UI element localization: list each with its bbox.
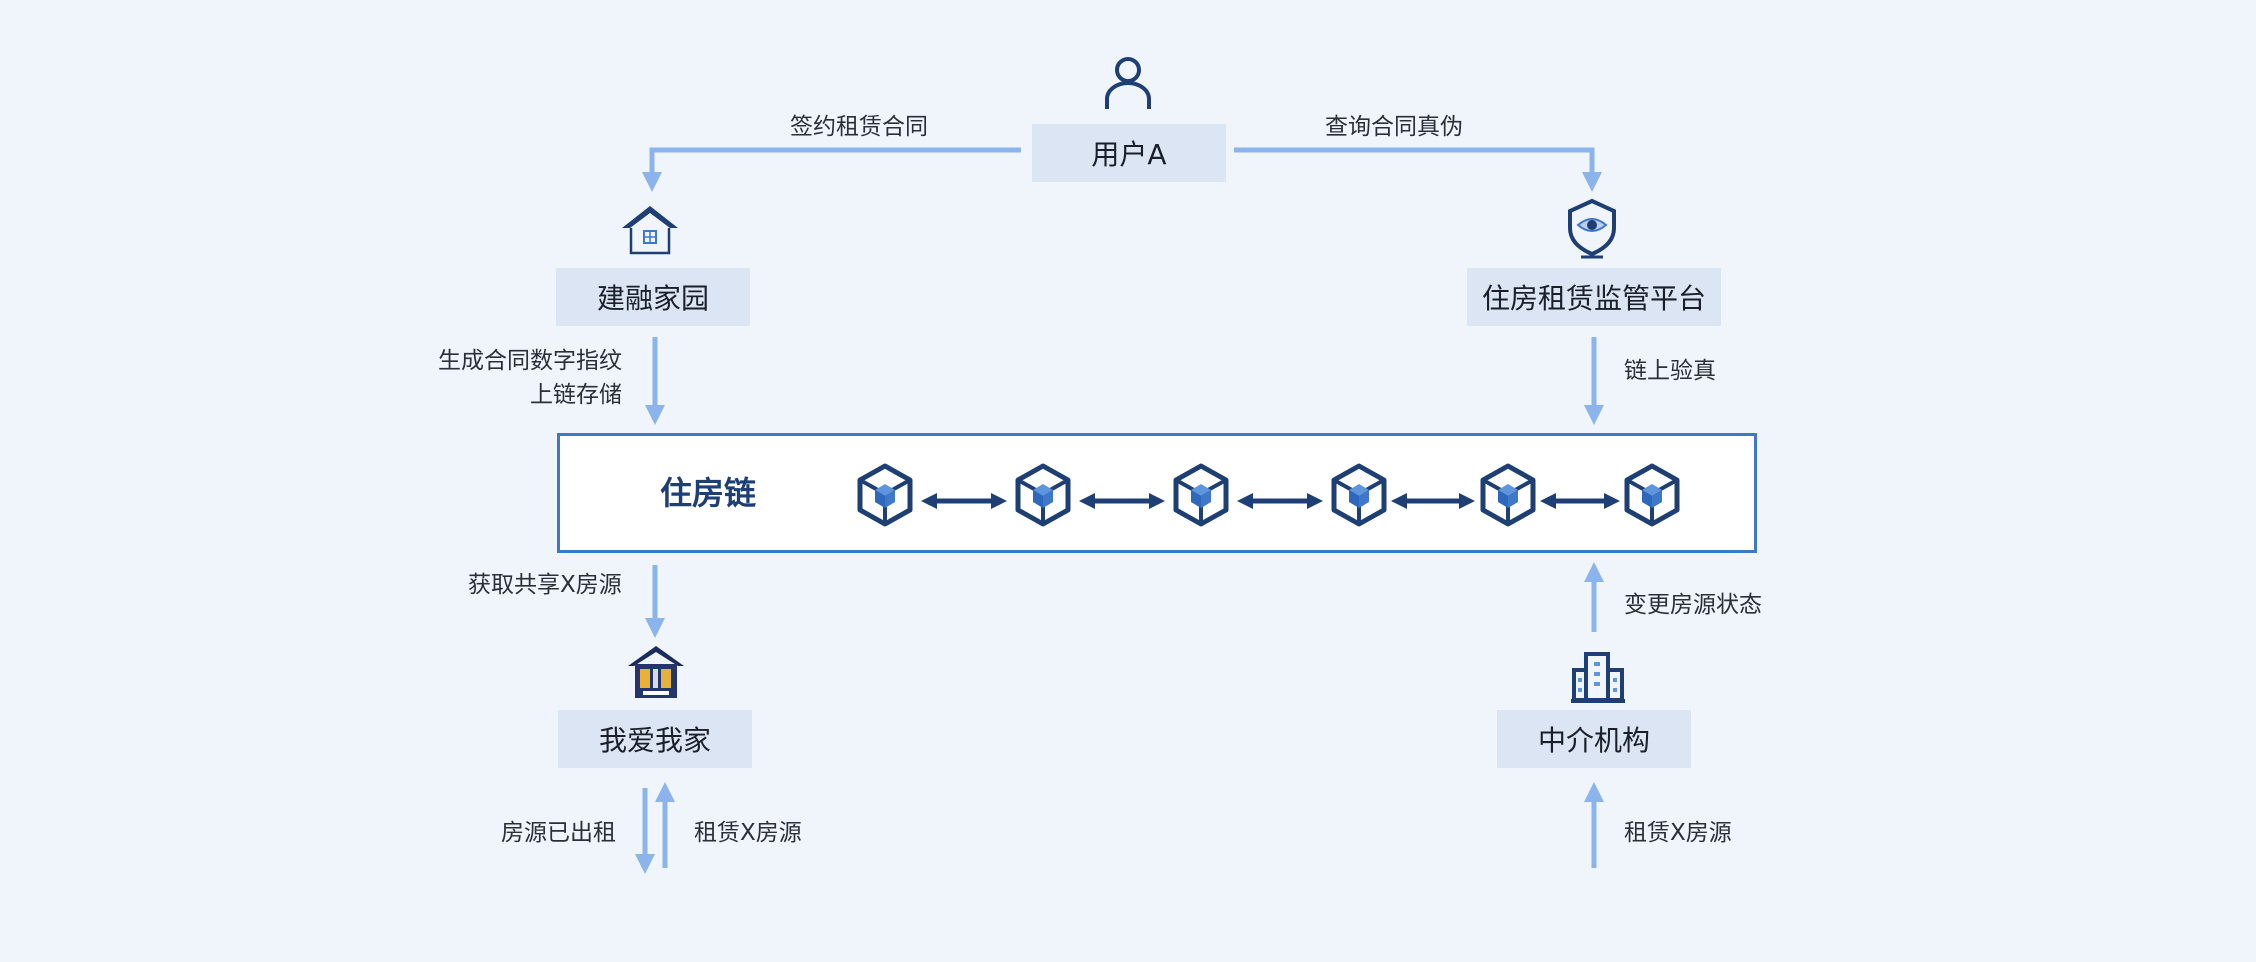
arrow-user-to-platform bbox=[1234, 147, 1602, 192]
node-woaiwojia[interactable]: 我爱我家 bbox=[558, 710, 752, 768]
node-agency[interactable]: 中介机构 bbox=[1497, 710, 1691, 768]
label-rent-x-right: 租赁X房源 bbox=[1624, 820, 1732, 846]
chain-title: 住房链 bbox=[660, 474, 757, 512]
woaiwojia-logo-icon bbox=[628, 646, 684, 698]
label-fingerprint-line2: 上链存储 bbox=[530, 382, 622, 408]
house-icon bbox=[622, 206, 678, 255]
label-get-shared: 获取共享X房源 bbox=[468, 572, 622, 598]
label-sign-contract: 签约租赁合同 bbox=[790, 114, 928, 140]
arrow-user-to-jianrong bbox=[642, 147, 1021, 192]
chain-block-6 bbox=[1627, 466, 1677, 524]
label-verify-on-chain: 链上验真 bbox=[1624, 358, 1716, 384]
node-jianrong[interactable]: 建融家园 bbox=[556, 268, 750, 326]
chain-block-4 bbox=[1334, 466, 1384, 524]
user-icon bbox=[1105, 57, 1151, 109]
node-platform[interactable]: 住房租赁监管平台 bbox=[1467, 268, 1721, 326]
label-rent-x-left: 租赁X房源 bbox=[694, 820, 802, 846]
label-rented-out: 房源已出租 bbox=[501, 820, 616, 846]
chain-block-2 bbox=[1018, 466, 1068, 524]
label-change-status: 变更房源状态 bbox=[1624, 592, 1762, 618]
shield-eye-icon bbox=[1568, 198, 1616, 259]
chain-block-5 bbox=[1483, 466, 1533, 524]
building-icon bbox=[1571, 652, 1625, 703]
chain-block-3 bbox=[1176, 466, 1226, 524]
label-fingerprint-line1: 生成合同数字指纹 bbox=[438, 348, 622, 374]
chain-blocks bbox=[557, 433, 1757, 553]
label-query-contract: 查询合同真伪 bbox=[1325, 114, 1463, 140]
chain-block-1 bbox=[860, 466, 910, 524]
node-user[interactable]: 用户A bbox=[1032, 124, 1226, 182]
